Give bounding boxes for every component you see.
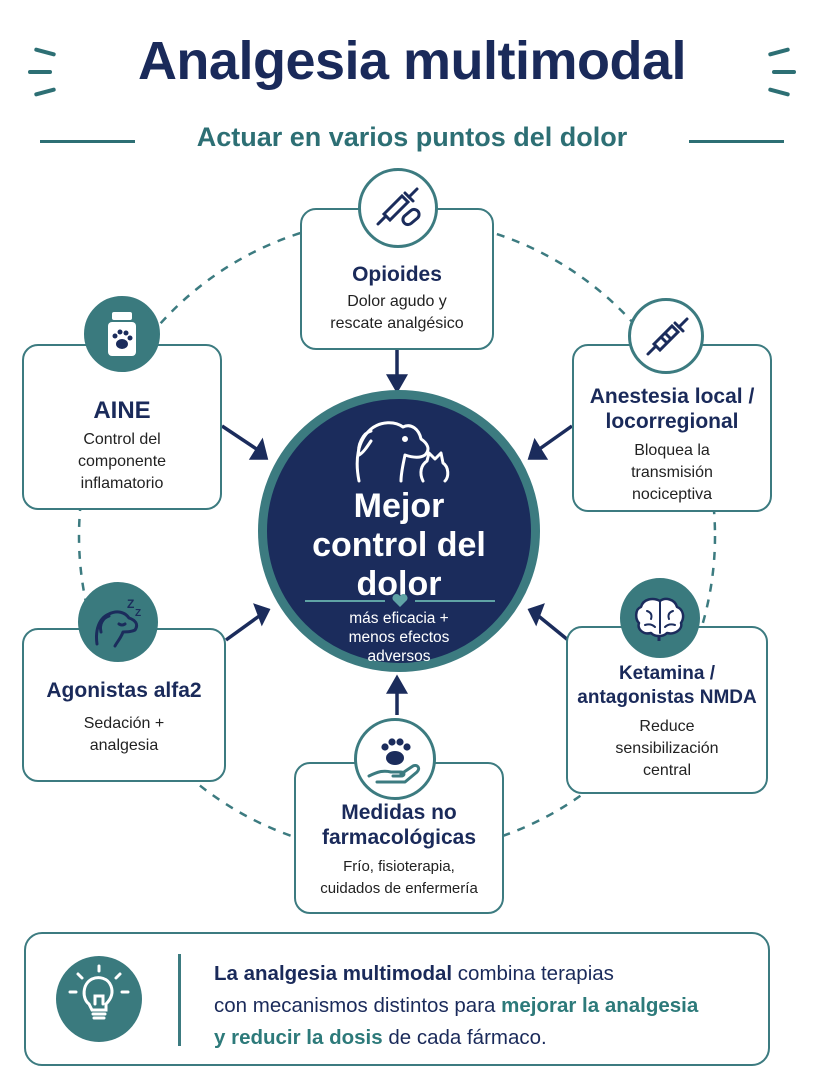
card-title: Medidas no farmacológicas: [296, 800, 502, 850]
card-desc-line: rescate analgésico: [330, 315, 464, 332]
card-desc-line: transmisión: [631, 464, 713, 481]
card-title-line: antagonistas NMDA: [577, 687, 757, 708]
note-text-span: combina terapias: [452, 962, 614, 985]
card-desc-line: Reduce: [639, 718, 695, 735]
dog-cat-icon: [355, 421, 450, 483]
note-line: con mecanismos distintos para mejorar la…: [214, 990, 764, 1022]
card-description: Dolor agudo y rescate analgésico: [302, 291, 492, 335]
svg-text:Z: Z: [127, 597, 134, 611]
title-dash-mark: [772, 70, 796, 74]
note-line: La analgesia multimodal combina terapias: [214, 958, 764, 990]
arrow-anestesia: [536, 424, 574, 452]
medicine-bottle-paw-icon: [84, 296, 160, 372]
card-ketamina: Ketamina / antagonistas NMDA Reduce sens…: [566, 626, 768, 794]
page-subtitle: Actuar en varios puntos del dolor: [196, 122, 628, 152]
card-description: Reduce sensibilización central: [568, 716, 766, 782]
arrow-agonistas: [224, 612, 264, 642]
note-divider: [178, 954, 181, 1046]
note-text-span: de cada fármaco.: [382, 1026, 547, 1049]
card-title-line: Medidas no: [341, 801, 457, 824]
subtitle-rule-right: [689, 140, 784, 143]
card-desc-line: componente: [77, 453, 167, 470]
card-desc-line: Bloquea la: [634, 442, 710, 459]
card-desc-line: inflamatorio: [80, 475, 164, 492]
card-description: Sedación + analgesia: [24, 713, 224, 757]
card-title-line: locorregional: [605, 410, 739, 433]
syringe-icon: [628, 298, 704, 374]
note-highlight: mejorar la analgesia: [501, 994, 699, 1017]
card-desc-line: analgesia: [89, 737, 159, 754]
note-text: La analgesia multimodal combina terapias…: [214, 958, 764, 1054]
svg-text:Z: Z: [135, 608, 141, 619]
card-desc-line: Control del: [83, 431, 161, 448]
card-title: Agonistas alfa2: [46, 679, 202, 702]
card-desc-line: sensibilización: [615, 740, 719, 757]
arrow-ketamina: [534, 612, 570, 642]
hub-title-line: Mejor: [353, 487, 445, 525]
card-title: AINE: [93, 397, 151, 424]
card-description: Control del componente inflamatorio: [24, 429, 220, 495]
hub-subtitle-line: menos efectos: [348, 629, 450, 646]
arrow-aine: [221, 424, 259, 452]
card-title-line: Anestesia local /: [589, 385, 755, 408]
card-desc-line: Frío, fisioterapia,: [343, 858, 455, 875]
card-title-line: farmacológicas: [321, 826, 477, 849]
note-text-span: con mecanismos distintos para: [214, 994, 502, 1017]
summary-note: La analgesia multimodal combina terapias…: [24, 932, 770, 1066]
card-title-line: Ketamina /: [618, 663, 716, 684]
card-title: Opioides: [352, 263, 442, 286]
heart-divider: [305, 593, 495, 607]
brain-icon: [620, 578, 700, 658]
card-desc-line: Dolor agudo y: [347, 293, 447, 310]
subtitle-row: Actuar en varios puntos del dolor: [0, 122, 824, 162]
hand-paw-icon: [354, 718, 436, 800]
central-hub: Mejor control del dolor más eficacia + m…: [258, 390, 540, 672]
hub-subtitle-line: adversos: [367, 648, 431, 665]
heart-icon: [392, 593, 408, 607]
subtitle-rule-left: [40, 140, 135, 143]
hub-title: Mejor control del dolor: [267, 487, 531, 604]
note-highlight: y reducir la dosis: [214, 1026, 383, 1049]
card-desc-line: cuidados de enfermería: [320, 880, 478, 897]
card-desc-line: Sedación +: [83, 715, 165, 732]
note-bold-phrase: La analgesia multimodal: [214, 962, 453, 985]
card-description: Bloquea la transmisión nociceptiva: [574, 440, 770, 506]
card-description: Frío, fisioterapia, cuidados de enfermer…: [296, 856, 502, 900]
note-line: y reducir la dosis de cada fármaco.: [214, 1022, 764, 1054]
title-dash-mark: [28, 70, 52, 74]
card-title: Ketamina / antagonistas NMDA: [568, 662, 766, 710]
sleeping-dog-icon: Z Z: [78, 582, 158, 662]
syringe-pill-icon: [358, 168, 438, 248]
hub-title-line: control del: [312, 526, 486, 564]
hub-subtitle: más eficacia + menos efectos adversos: [267, 609, 531, 666]
lightbulb-icon: [56, 956, 142, 1042]
hub-subtitle-line: más eficacia +: [349, 610, 449, 627]
page-title: Analgesia multimodal: [137, 31, 687, 91]
card-title: Anestesia local / locorregional: [574, 384, 770, 434]
card-desc-line: nociceptiva: [631, 486, 713, 503]
card-desc-line: central: [642, 762, 692, 779]
